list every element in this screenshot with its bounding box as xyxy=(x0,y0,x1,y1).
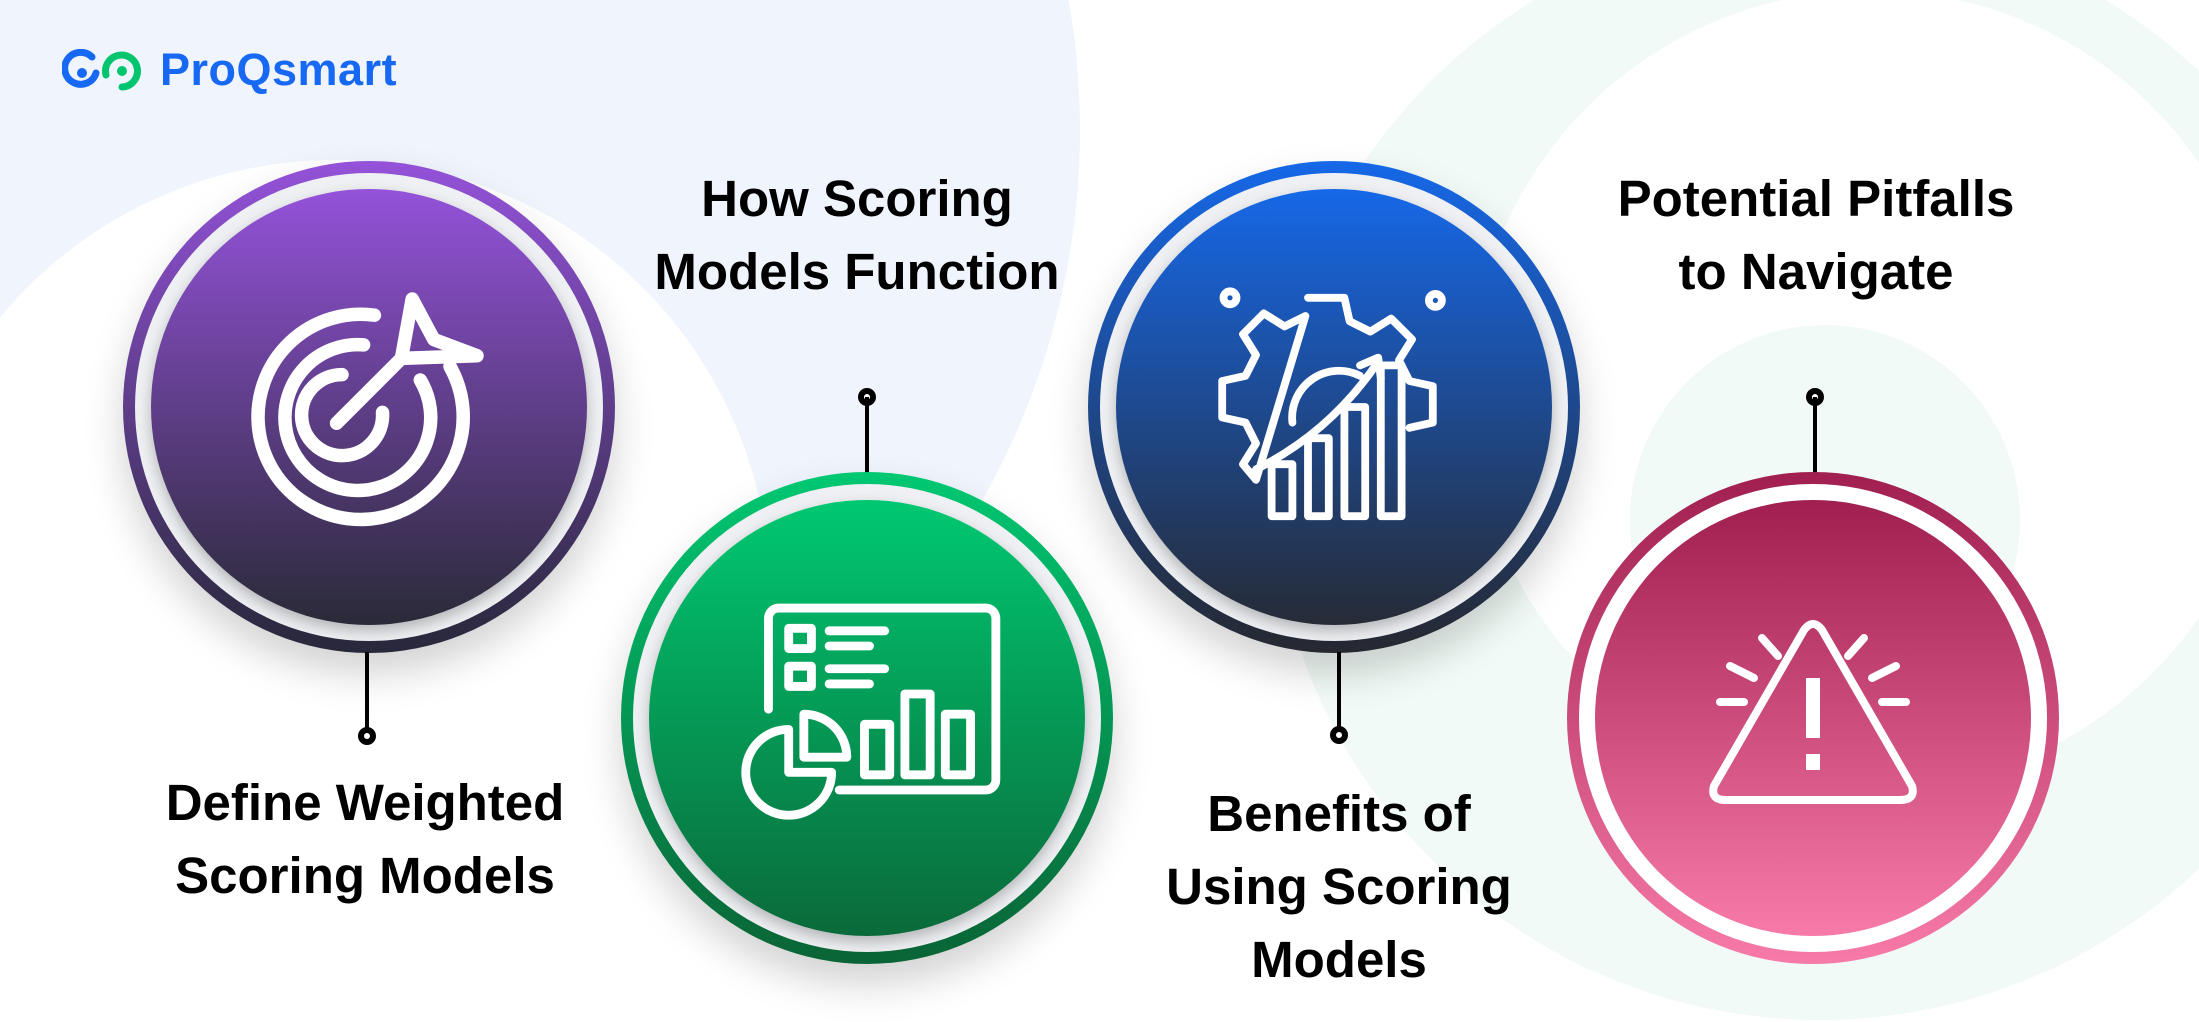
title-line: Models Function xyxy=(654,243,1060,300)
connector-line xyxy=(365,652,369,736)
title-line: Models xyxy=(1251,931,1427,988)
brand-name: ProQsmart xyxy=(160,44,398,95)
title-line: Scoring Models xyxy=(175,847,555,904)
step-1-circle xyxy=(123,161,615,653)
step-2-title: How Scoring Models Function xyxy=(577,162,1137,308)
target-arrow-icon xyxy=(251,292,484,527)
dashboard-chart-icon xyxy=(741,603,1001,820)
gear-growth-chart-icon xyxy=(1218,287,1446,521)
step-4-circle xyxy=(1567,472,2059,964)
step-1-title: Define Weighted Scoring Models xyxy=(85,766,645,912)
title-line: Using Scoring xyxy=(1166,858,1512,915)
title-line: to Navigate xyxy=(1678,243,1954,300)
title-line: Define Weighted xyxy=(165,774,565,831)
connector-line xyxy=(865,397,869,477)
brand-logo: ProQsmart xyxy=(62,44,397,96)
step-4-title: Potential Pitfalls to Navigate xyxy=(1536,162,2096,308)
logo-icon xyxy=(62,49,141,91)
step-3-circle xyxy=(1088,161,1580,653)
connector-line xyxy=(1337,652,1341,735)
title-line: How Scoring xyxy=(701,170,1013,227)
title-line: Benefits of xyxy=(1207,785,1471,842)
step-2-circle xyxy=(621,472,1113,964)
connector-dot xyxy=(358,727,376,745)
warning-triangle-icon xyxy=(1709,620,1917,804)
connector-dot xyxy=(1330,726,1348,744)
title-line: Potential Pitfalls xyxy=(1617,170,2015,227)
step-3-title: Benefits of Using Scoring Models xyxy=(1059,777,1619,996)
connector-line xyxy=(1813,397,1817,477)
